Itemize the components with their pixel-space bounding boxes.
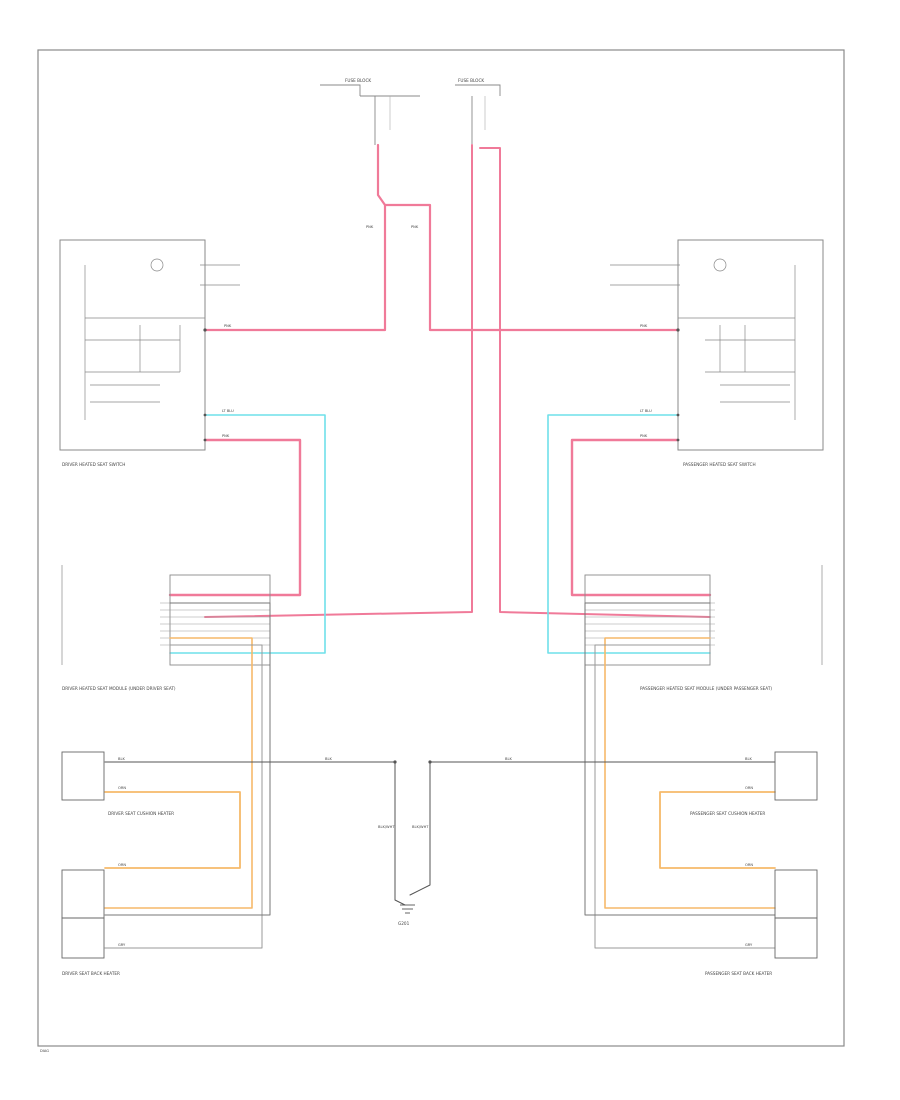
wire-label-pink-3: PNK xyxy=(366,225,374,229)
orange-wire-passenger-cushion xyxy=(604,637,776,909)
wire-label-pink-4: PNK xyxy=(411,225,419,229)
driver-back-box2 xyxy=(61,917,105,959)
label-passenger-cushion: PASSENGER SEAT CUSHION HEATER xyxy=(690,811,765,816)
driver-back-box xyxy=(61,869,105,919)
orange-wire-passenger-cushion-loop xyxy=(659,791,776,869)
cyan-wire-passenger-switch-module xyxy=(547,414,711,654)
wire-label-orange-1: ORN xyxy=(118,786,126,790)
label-fuse-left: FUSE BLOCK xyxy=(345,78,371,83)
gray-wire-driver-back2 xyxy=(104,602,271,916)
passenger-switch-box xyxy=(677,239,824,451)
label-driver-back: DRIVER SEAT BACK HEATER xyxy=(62,971,120,976)
wire-label-pink-5: PNK xyxy=(222,434,230,438)
wire-label-blkwht-1: BLK/WHT xyxy=(378,825,395,829)
passenger-switch-internals xyxy=(610,258,796,420)
label-fuse-right: FUSE BLOCK xyxy=(458,78,484,83)
label-passenger-switch: PASSENGER HEATED SEAT SWITCH xyxy=(683,462,756,467)
wire-label-orange-3: ORN xyxy=(745,786,753,790)
wire-label-black-3: BLK xyxy=(505,757,512,761)
gray-wire-driver-back xyxy=(104,644,263,949)
passenger-back-box xyxy=(774,869,818,919)
passenger-module-box xyxy=(584,574,711,666)
pink-wire-right-cross xyxy=(383,203,680,332)
wire-label-gray-1: GRY xyxy=(118,943,126,947)
fuse-right-bracket xyxy=(455,84,501,96)
fuse-left-bracket xyxy=(320,84,420,97)
pink-wire-driver-switch-module xyxy=(168,438,302,597)
orange-wire-driver-cushion-loop xyxy=(104,791,241,869)
pink-wire-passenger-switch-module xyxy=(570,438,712,597)
pink-wire-right-module xyxy=(479,147,711,618)
connector-dots xyxy=(203,328,680,764)
label-driver-module: DRIVER HEATED SEAT MODULE (UNDER DRIVER … xyxy=(62,686,176,691)
pink-wire-left-module xyxy=(204,144,473,618)
label-passenger-back: PASSENGER SEAT BACK HEATER xyxy=(705,971,772,976)
label-passenger-module: PASSENGER HEATED SEAT MODULE (UNDER PASS… xyxy=(640,686,772,691)
corner-label: DIAG xyxy=(40,1049,49,1053)
wire-label-pink-2: PNK xyxy=(640,324,648,328)
ground-wire-right xyxy=(409,761,776,896)
ground-symbol xyxy=(400,904,415,914)
driver-switch-box xyxy=(59,239,206,451)
wire-label-pink-1: PNK xyxy=(224,324,232,328)
passenger-cushion-box xyxy=(774,751,818,801)
wire-label-black-1: BLK xyxy=(118,757,125,761)
wire-label-black-4: BLK xyxy=(745,757,752,761)
wire-label-black-2: BLK xyxy=(325,757,332,761)
wire-label-blkwht-2: BLK/WHT xyxy=(412,825,429,829)
gray-wire-passenger-back2 xyxy=(584,602,776,916)
wire-label-cyan-1: LT BLU xyxy=(222,409,234,413)
passenger-back-box2 xyxy=(774,917,818,959)
wire-label-gray-2: GRY xyxy=(745,943,753,947)
outer-frame xyxy=(37,49,845,1047)
driver-cushion-box xyxy=(61,751,105,801)
orange-wire-driver-cushion xyxy=(104,637,253,909)
pink-wire-left-feed xyxy=(203,143,387,332)
gray-wire-passenger-back xyxy=(594,644,776,949)
driver-switch-internals xyxy=(84,258,240,420)
wire-label-cyan-2: LT BLU xyxy=(640,409,652,413)
wire-label-orange-4: ORN xyxy=(745,863,753,867)
label-driver-cushion: DRIVER SEAT CUSHION HEATER xyxy=(108,811,174,816)
ground-wire-left xyxy=(104,761,406,906)
wire-label-orange-2: ORN xyxy=(118,863,126,867)
cyan-wire-driver-switch-module xyxy=(169,414,326,654)
driver-module-box xyxy=(169,574,271,666)
wire-label-pink-6: PNK xyxy=(640,434,648,438)
label-ground: G201 xyxy=(398,921,410,926)
label-driver-switch: DRIVER HEATED SEAT SWITCH xyxy=(62,462,125,467)
